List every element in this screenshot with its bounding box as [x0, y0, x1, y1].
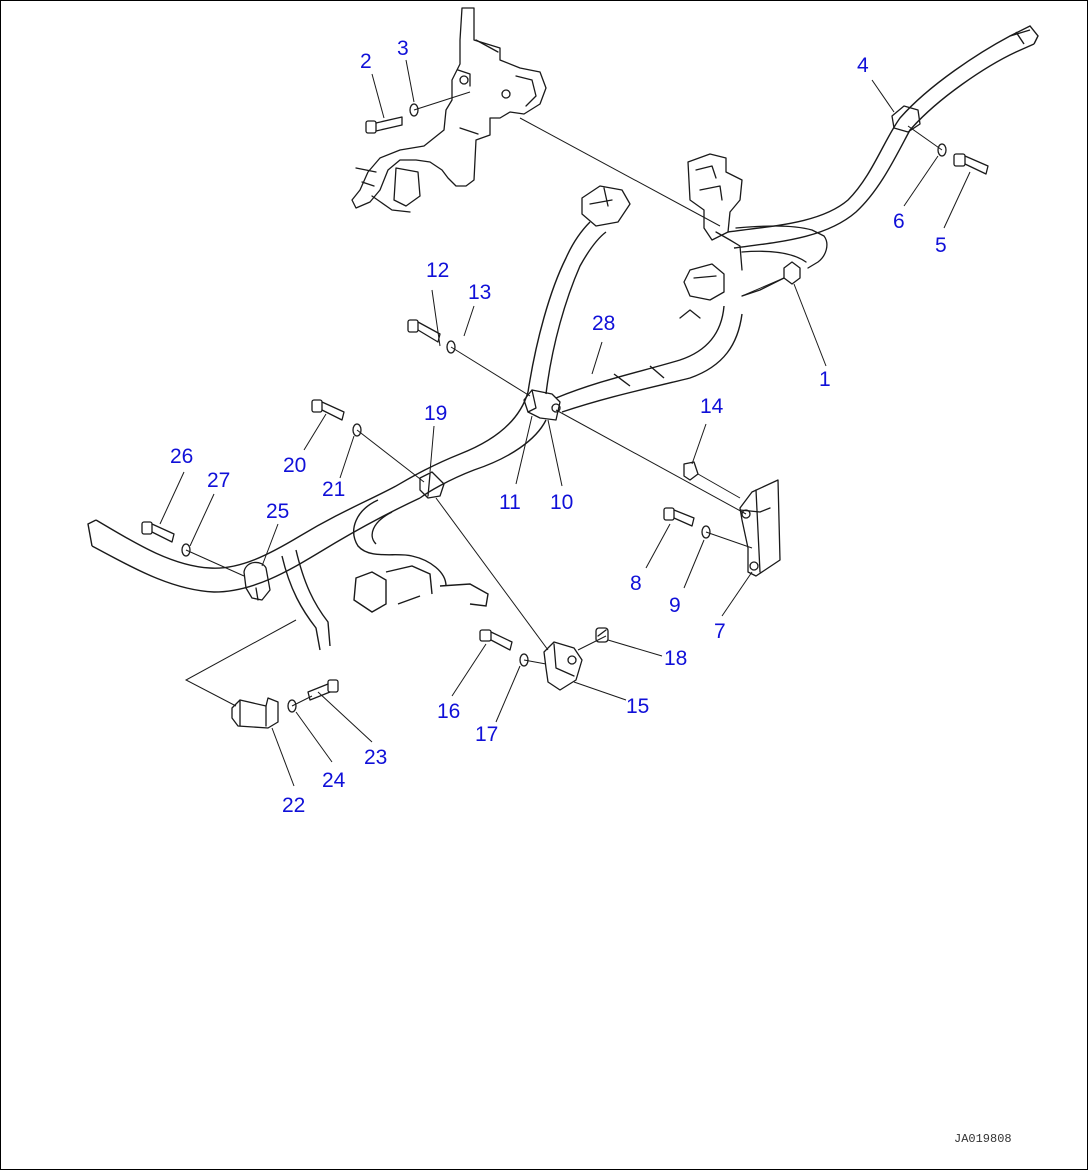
- callout-6: 6: [893, 210, 905, 233]
- callout-2: 2: [360, 50, 372, 73]
- callout-4: 4: [857, 54, 869, 77]
- callout-14: 14: [700, 395, 724, 418]
- callout-20: 20: [283, 454, 306, 477]
- washer-3: [409, 103, 419, 117]
- bolt-12: [407, 319, 441, 343]
- bolt-18: [595, 627, 609, 643]
- bolt-16: [479, 629, 513, 651]
- washers: [181, 103, 947, 713]
- callout-22: 22: [282, 794, 305, 817]
- callout-23: 23: [364, 746, 387, 769]
- callout-16: 16: [437, 700, 460, 723]
- callout-15: 15: [626, 695, 649, 718]
- callout-21: 21: [322, 478, 345, 501]
- drawing-code: JA019808: [954, 1132, 1012, 1146]
- bolt-2: [365, 116, 403, 134]
- washer-9: [701, 525, 711, 539]
- callout-12: 12: [426, 259, 449, 282]
- washer-17: [519, 653, 529, 667]
- callout-labels: 2 3 4 5 6 1 12 13 28 19 14 20 21 11 10 2…: [170, 37, 947, 817]
- callout-10: 10: [550, 491, 573, 514]
- bracket-plate-7: [739, 479, 781, 577]
- callout-7: 7: [714, 620, 726, 643]
- callout-3: 3: [397, 37, 409, 60]
- washer-13: [446, 340, 456, 354]
- assembly-lines: [184, 91, 943, 707]
- washer-21: [352, 423, 362, 437]
- nut-1: [783, 261, 801, 285]
- callout-28: 28: [592, 312, 615, 335]
- callout-8: 8: [630, 572, 642, 595]
- bolt-8: [663, 507, 695, 527]
- clamp-bracket-15: [543, 641, 583, 691]
- clamp-19: [419, 471, 445, 499]
- callout-5: 5: [935, 234, 947, 257]
- clamp-10-11: [523, 389, 561, 421]
- clamp-bracket-22: [231, 697, 279, 729]
- washer-24: [287, 699, 297, 713]
- bolt-20: [311, 399, 345, 421]
- washer-6: [937, 143, 947, 157]
- callout-9: 9: [669, 594, 681, 617]
- callout-18: 18: [664, 647, 687, 670]
- bolts: [141, 116, 989, 701]
- hose-connector-top: [581, 185, 631, 227]
- valve-cluster: [679, 153, 828, 319]
- callout-26: 26: [170, 445, 193, 468]
- lower-loop-hose: [353, 499, 489, 613]
- leader-lines: [159, 59, 971, 787]
- upper-right-hose: [727, 25, 1039, 249]
- callout-25: 25: [266, 500, 289, 523]
- bolt-23: [307, 679, 339, 701]
- clip-4: [891, 105, 921, 133]
- bolt-26: [141, 521, 175, 543]
- main-hose-28: [87, 221, 743, 593]
- callout-11: 11: [499, 491, 521, 514]
- callout-24: 24: [322, 769, 346, 792]
- washer-27: [181, 543, 191, 557]
- callout-27: 27: [207, 469, 230, 492]
- callout-1: 1: [819, 368, 831, 391]
- branch-pipe: [281, 549, 331, 651]
- callout-13: 13: [468, 281, 491, 304]
- callout-17: 17: [475, 723, 498, 746]
- bolt-5: [953, 153, 989, 175]
- clip-14: [683, 461, 699, 481]
- upper-bracket: [351, 7, 547, 213]
- callout-19: 19: [424, 402, 447, 425]
